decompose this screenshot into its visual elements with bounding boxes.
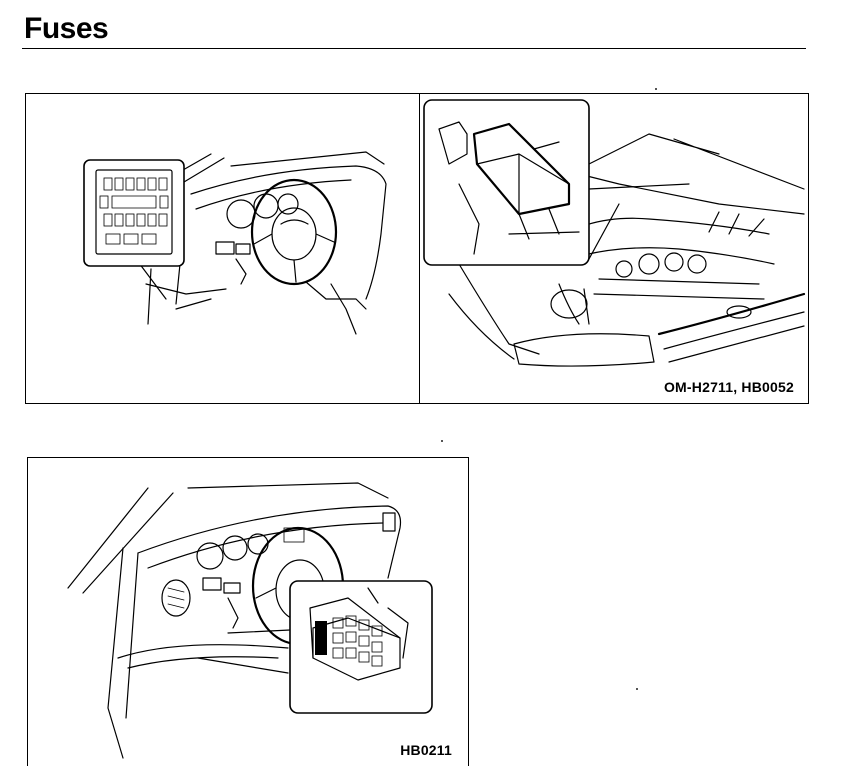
page-title: Fuses bbox=[24, 12, 109, 45]
figure-bottom: HB0211 bbox=[27, 457, 469, 766]
scan-speck bbox=[441, 440, 443, 442]
scan-speck bbox=[655, 88, 657, 90]
dashboard-fuse-box-illustration bbox=[83, 151, 387, 335]
title-rule bbox=[22, 48, 806, 49]
figure-caption-bottom: HB0211 bbox=[400, 742, 452, 758]
engine-bay-fuse-box-illustration bbox=[423, 99, 806, 367]
figure-divider bbox=[419, 94, 420, 403]
dashboard-side-fuse-box-illustration bbox=[67, 482, 433, 759]
scan-speck bbox=[636, 688, 638, 690]
figure-top: OM-H2711, HB0052 bbox=[25, 93, 809, 404]
figure-caption-top: OM-H2711, HB0052 bbox=[663, 379, 794, 395]
